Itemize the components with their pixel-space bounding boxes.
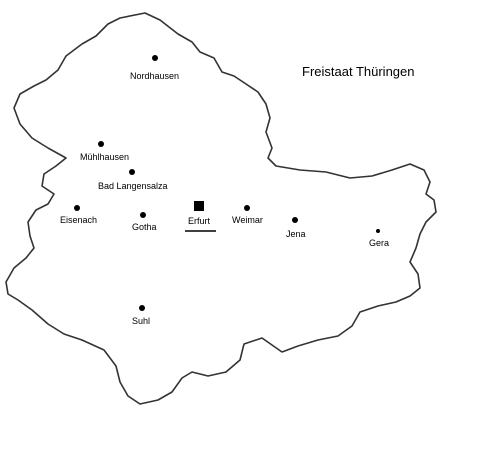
city-eisenach: Eisenach bbox=[60, 205, 97, 225]
city-muehlhausen: Mühlhausen bbox=[80, 141, 129, 162]
city-label-weimar: Weimar bbox=[232, 215, 263, 225]
city-bad-langensalza: Bad Langensalza bbox=[98, 169, 168, 191]
city-nordhausen: Nordhausen bbox=[130, 55, 179, 81]
city-gera: Gera bbox=[369, 229, 389, 248]
city-label-eisenach: Eisenach bbox=[60, 215, 97, 225]
city-label-gera: Gera bbox=[369, 238, 389, 248]
city-erfurt: Erfurt bbox=[185, 201, 216, 232]
city-label-bad-langensalza: Bad Langensalza bbox=[98, 181, 168, 191]
city-marker-suhl bbox=[139, 305, 145, 311]
city-marker-weimar bbox=[244, 205, 250, 211]
city-marker-gotha bbox=[140, 212, 146, 218]
city-jena: Jena bbox=[286, 217, 306, 239]
city-suhl: Suhl bbox=[132, 305, 150, 326]
city-marker-bad-langensalza bbox=[129, 169, 135, 175]
city-label-nordhausen: Nordhausen bbox=[130, 71, 179, 81]
city-label-jena: Jena bbox=[286, 229, 306, 239]
city-label-muehlhausen: Mühlhausen bbox=[80, 152, 129, 162]
city-marker-nordhausen bbox=[152, 55, 158, 61]
city-label-gotha: Gotha bbox=[132, 222, 157, 232]
city-marker-erfurt bbox=[194, 201, 204, 211]
city-gotha: Gotha bbox=[132, 212, 157, 232]
state-border bbox=[5, 12, 437, 405]
city-label-erfurt: Erfurt bbox=[188, 216, 211, 226]
city-marker-gera bbox=[376, 229, 380, 233]
city-weimar: Weimar bbox=[232, 205, 263, 225]
city-label-suhl: Suhl bbox=[132, 316, 150, 326]
map-title: Freistaat Thüringen bbox=[302, 64, 415, 79]
city-marker-jena bbox=[292, 217, 298, 223]
city-marker-eisenach bbox=[74, 205, 80, 211]
city-marker-muehlhausen bbox=[98, 141, 104, 147]
